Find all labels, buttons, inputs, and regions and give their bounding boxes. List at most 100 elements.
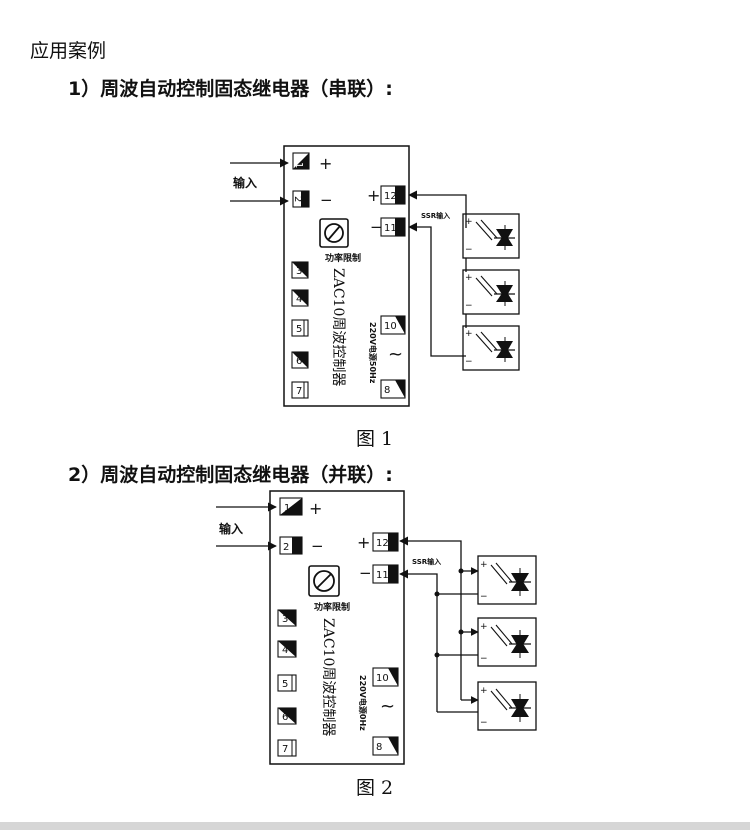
svg-text:7: 7: [296, 386, 302, 397]
svg-text:7: 7: [282, 744, 288, 755]
svg-text:4: 4: [296, 294, 302, 305]
terminal-12: 12: [372, 532, 399, 552]
terminal-8: 8: [372, 736, 399, 756]
ssr-bus-minus: [399, 569, 438, 712]
svg-text:−: −: [465, 301, 473, 311]
ssr-module: + −: [462, 213, 520, 259]
svg-text:3: 3: [296, 266, 302, 277]
power-supply-label: 220V电源50Hz: [368, 322, 378, 384]
terminal-7: 7: [277, 739, 297, 757]
diagram-parallel: 输入 1 + 2 − 功率限制 3 4: [216, 490, 537, 765]
svg-text:−: −: [465, 357, 473, 367]
minus-sign-right: −: [359, 564, 372, 582]
power-limit-label: 功率限制: [325, 252, 361, 264]
svg-text:12: 12: [384, 191, 397, 202]
page-title: 应用案例: [30, 40, 107, 62]
terminal-8: 8: [380, 379, 406, 399]
minus-sign-right: −: [370, 218, 383, 236]
power-limit-knob: [319, 218, 349, 248]
terminal-10: 10: [372, 667, 399, 687]
ssr-module: + −: [477, 617, 537, 667]
ssr-wire-bottom: [408, 222, 466, 357]
svg-text:3: 3: [282, 614, 288, 625]
terminal-10: 10: [380, 315, 406, 335]
svg-text:6: 6: [282, 712, 288, 723]
svg-text:10: 10: [376, 673, 389, 684]
plus-sign: +: [309, 499, 322, 518]
diagram-series: 输入 1 + 2 − 功率限制 3: [230, 145, 520, 407]
svg-text:−: −: [480, 654, 488, 664]
controller-body: [283, 145, 410, 407]
terminal-3: 3: [291, 261, 309, 279]
svg-text:+: +: [480, 622, 488, 632]
terminal-5: 5: [277, 674, 297, 692]
junction-dot: [434, 591, 440, 597]
section-heading-series: 1）周波自动控制固态继电器（串联）:: [68, 78, 393, 100]
svg-text:11: 11: [376, 570, 389, 581]
svg-text:8: 8: [376, 742, 382, 753]
terminal-4: 4: [291, 289, 309, 307]
ac-tilde: ~: [388, 344, 403, 365]
svg-text:12: 12: [376, 538, 389, 549]
terminal-1: 1: [279, 497, 303, 516]
junction-dot: [458, 629, 464, 635]
ssr-module: + −: [477, 681, 537, 731]
svg-text:+: +: [465, 217, 473, 227]
ac-tilde: ~: [380, 696, 395, 717]
svg-text:+: +: [480, 686, 488, 696]
plus-sign-right: +: [367, 186, 380, 205]
controller-body: [269, 490, 405, 765]
svg-text:5: 5: [282, 679, 288, 690]
minus-sign: −: [311, 537, 324, 555]
svg-text:5: 5: [296, 324, 302, 335]
power-supply-label: 220V电源0Hz: [358, 675, 368, 731]
figure-caption-2: 图 2: [356, 777, 394, 799]
svg-text:10: 10: [384, 321, 397, 332]
svg-text:1: 1: [293, 162, 304, 168]
svg-text:2: 2: [292, 196, 303, 202]
minus-sign: −: [320, 191, 333, 209]
svg-text:−: −: [480, 718, 488, 728]
figure-caption-1: 图 1: [356, 428, 394, 450]
terminal-2: 2: [292, 190, 310, 208]
terminal-11: 11: [372, 564, 399, 584]
terminal-5: 5: [291, 319, 309, 337]
product-label: ZAC10周波控制器: [320, 618, 336, 736]
junction-dot: [434, 652, 440, 658]
svg-text:6: 6: [296, 356, 302, 367]
plus-sign-right: +: [357, 533, 370, 552]
terminal-7: 7: [291, 381, 309, 399]
ssr-wire-top: [408, 190, 467, 228]
svg-text:+: +: [465, 329, 473, 339]
terminal-2: 2: [279, 536, 303, 555]
power-limit-knob: [308, 565, 340, 597]
svg-text:8: 8: [384, 385, 390, 396]
junction-dot: [458, 568, 464, 574]
terminal-6: 6: [291, 351, 309, 369]
ssr-module: + −: [462, 325, 520, 371]
section-heading-parallel: 2）周波自动控制固态继电器（并联）:: [68, 464, 393, 486]
bottom-rule: [0, 822, 750, 830]
ssr-bus-plus: [399, 536, 462, 700]
svg-text:+: +: [480, 560, 488, 570]
ssr-input-label: SSR输入: [421, 211, 450, 220]
svg-text:+: +: [465, 273, 473, 283]
terminal-11: 11: [380, 217, 406, 237]
svg-text:4: 4: [282, 645, 288, 656]
plus-sign: +: [319, 154, 332, 173]
product-label: ZAC10周波控制器: [330, 268, 346, 386]
terminal-3: 3: [277, 609, 297, 627]
svg-text:11: 11: [384, 223, 397, 234]
ssr-module: + −: [477, 555, 537, 605]
ssr-module: + −: [462, 269, 520, 315]
power-limit-label: 功率限制: [314, 601, 350, 613]
terminal-12: 12: [380, 185, 406, 205]
terminal-1: 1: [292, 152, 310, 170]
svg-text:−: −: [480, 592, 488, 602]
svg-text:−: −: [465, 245, 473, 255]
input-label: 输入: [233, 175, 257, 190]
svg-text:1: 1: [284, 503, 290, 514]
ssr-input-label: SSR输入: [412, 557, 441, 566]
terminal-6: 6: [277, 707, 297, 725]
